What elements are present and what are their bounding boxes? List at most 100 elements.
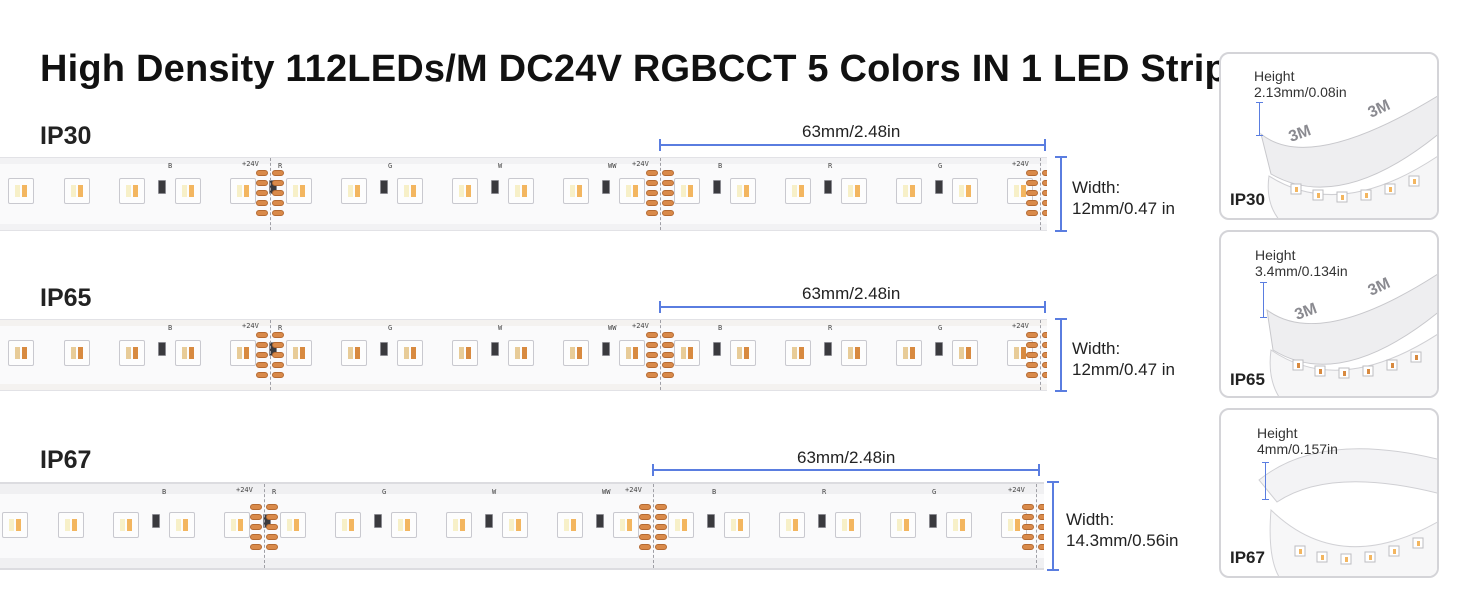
solder-pad [272,352,284,358]
solder-pad [1042,372,1047,378]
photo-label-ip65: IP65 [1230,370,1265,389]
height-marker-ip67 [1262,462,1269,500]
width-value: 12mm/0.47 in [1072,360,1175,379]
led-chip [785,178,811,204]
voltage-mark: +24V [1012,322,1029,330]
resistor [491,180,499,194]
led-chip [563,178,589,204]
cut-line [270,158,271,230]
height-marker-ip30 [1256,102,1263,136]
led-chip [729,340,756,366]
solder-pad [662,362,674,368]
resistor [713,180,721,194]
cut-line [1036,484,1037,568]
solder-pad [1022,514,1034,520]
silkscreen-mark: B [718,162,723,170]
width-label: Width: [1066,510,1115,529]
led-chip [230,178,256,204]
solder-pad [250,534,262,540]
cut-line [264,484,265,568]
solder-pad [1022,534,1034,540]
solder-pad [662,332,674,338]
height-label: Height [1255,247,1296,263]
segment-dimension-line-ip67 [652,464,1040,476]
cut-line [660,320,661,390]
voltage-mark: +24V [625,486,642,494]
solder-pad [639,544,651,550]
solder-pad [1042,352,1047,358]
silkscreen-mark: R [828,324,833,332]
height-value: 3.4mm/0.134in [1255,263,1348,279]
resistor [485,514,493,528]
solder-pad [1042,210,1047,216]
led-chip [230,340,256,366]
silkscreen-mark: W [492,488,497,496]
resistor [824,342,832,356]
silkscreen-mark: G [382,488,387,496]
solder-pad [1022,524,1034,530]
silkscreen-mark: G [388,162,393,170]
resistor [707,514,715,528]
solder-pad [256,332,268,338]
solder-pad [272,190,284,196]
row-label-ip67: IP67 [40,446,92,474]
resistor [929,514,937,528]
solder-pad [272,362,284,368]
solder-pad [655,514,667,520]
tape-text: 3M [1293,300,1320,324]
voltage-mark: +24V [242,160,259,168]
coiled-strip-ip30: 3M 3M [1260,95,1437,218]
solder-pad [639,524,651,530]
led-chip [501,512,528,538]
height-value: 2.13mm/0.08in [1254,84,1347,100]
silkscreen-mark: G [938,324,943,332]
segment-length-ip67: 63mm/2.48in [797,448,896,467]
silkscreen-mark: G [938,162,943,170]
photo-card-ip65: 3M 3M Height 3.4mm/0.134in IP65 [1219,230,1439,398]
led-chip [557,512,583,538]
solder-pad [646,180,658,186]
silkscreen-mark: B [168,324,173,332]
solder-pad [266,524,278,530]
solder-pad [1038,534,1044,540]
solder-pad [662,180,674,186]
led-chip [174,340,201,366]
led-chip [674,340,700,366]
width-label: Width: [1072,339,1121,358]
led-chip [396,340,423,366]
led-chip [119,178,145,204]
solder-pad [662,342,674,348]
height-label-ip67: Height 4mm/0.157in [1257,425,1338,457]
voltage-mark: +24V [242,322,259,330]
led-chip [618,340,645,366]
solder-pad [639,504,651,510]
led-chip [896,178,922,204]
led-chip [57,512,84,538]
width-dimension-line-ip65 [1055,318,1067,392]
led-chip [951,178,978,204]
led-chip [452,340,478,366]
silkscreen-mark: R [278,324,283,332]
led-chip [840,340,867,366]
led-chip [618,178,645,204]
solder-pad [272,200,284,206]
solder-pad [250,524,262,530]
led-chip [945,512,972,538]
tape-text: 3M [1287,122,1314,146]
resistor [380,180,388,194]
solder-pad [272,332,284,338]
solder-pad [1038,544,1044,550]
solder-pad [250,504,262,510]
led-chip [224,512,250,538]
resistor [152,514,160,528]
led-chip [335,512,361,538]
silkscreen-mark: B [162,488,167,496]
solder-pad [662,200,674,206]
solder-pad [266,544,278,550]
resistor [713,342,721,356]
voltage-mark: +24V [632,160,649,168]
led-chip [951,340,978,366]
solder-pad [1038,504,1044,510]
